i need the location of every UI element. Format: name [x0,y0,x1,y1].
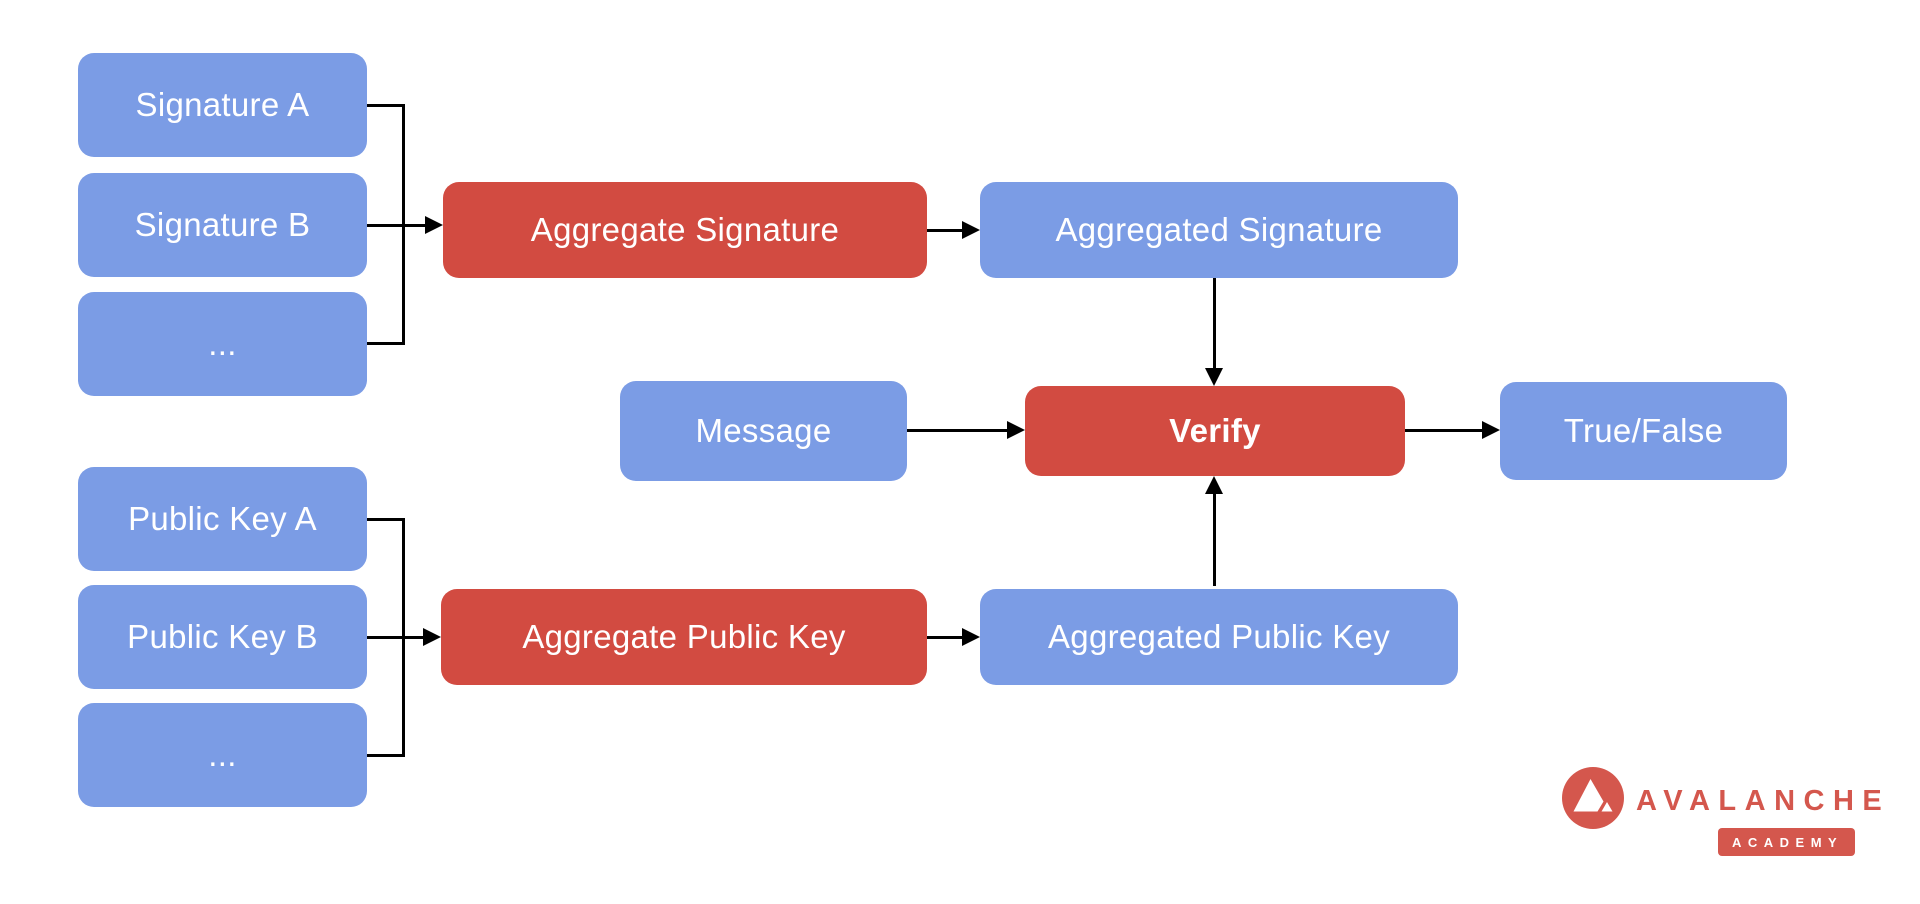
connector-line [367,342,405,345]
arrowhead-right-icon [423,628,441,646]
arrowhead-down-icon [1205,368,1223,386]
node-true-false: True/False [1500,382,1787,480]
arrowhead-right-icon [1007,421,1025,439]
node-signature-a: Signature A [78,53,367,157]
node-aggregated-public-key: Aggregated Public Key [980,589,1458,685]
node-verify: Verify [1025,386,1405,476]
arrowhead-right-icon [962,221,980,239]
node-public-key-b: Public Key B [78,585,367,689]
node-aggregate-signature: Aggregate Signature [443,182,927,278]
connector-line [927,229,964,232]
connector-line [927,636,964,639]
connector-line [1405,429,1482,432]
connector-line [367,518,405,521]
avalanche-academy-logo: AVALANCHE ACADEMY [1560,764,1890,864]
connector-line [367,224,427,227]
node-aggregate-public-key: Aggregate Public Key [441,589,927,685]
connector-line [1213,492,1216,586]
node-public-key-ellipsis: ... [78,703,367,807]
node-public-key-a: Public Key A [78,467,367,571]
academy-badge: ACADEMY [1718,828,1856,856]
node-message: Message [620,381,907,481]
arrowhead-right-icon [1482,421,1500,439]
arrowhead-up-icon [1205,476,1223,494]
avalanche-logo-icon [1562,767,1624,829]
node-signature-b: Signature B [78,173,367,277]
node-aggregated-signature: Aggregated Signature [980,182,1458,278]
arrowhead-right-icon [425,216,443,234]
node-signature-ellipsis: ... [78,292,367,396]
connector-line [1213,278,1216,370]
avalanche-wordmark: AVALANCHE [1636,785,1891,817]
connector-line [907,429,1007,432]
connector-line [367,754,405,757]
connector-line [367,636,425,639]
arrowhead-right-icon [962,628,980,646]
connector-line [367,104,405,107]
